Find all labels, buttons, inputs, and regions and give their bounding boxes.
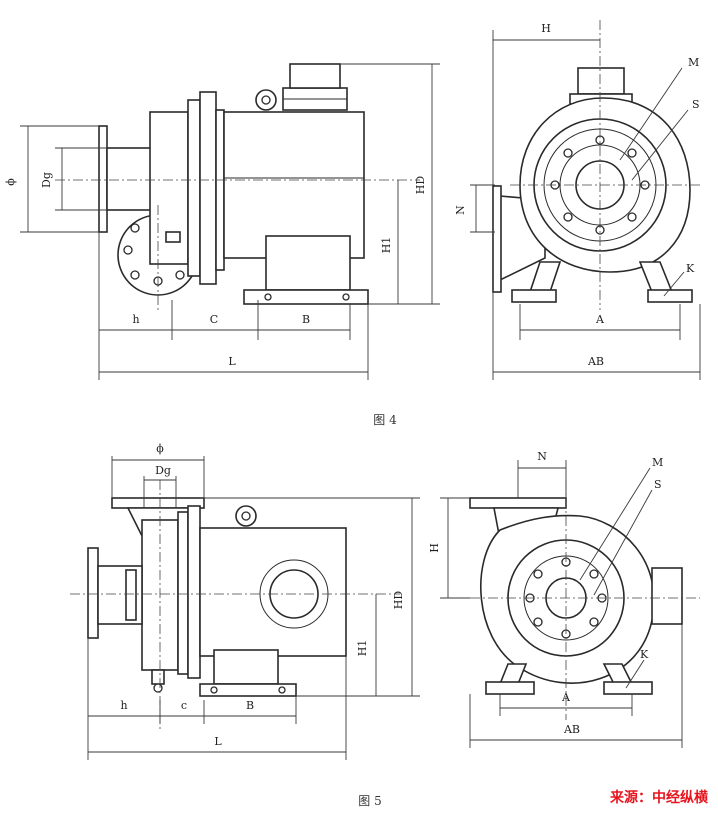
fig4-label-top: H — [541, 22, 551, 35]
source-credit: 来源：中经纵横 — [610, 790, 708, 806]
fig4-flange-1 — [187, 99, 201, 277]
fig4-label-b: B — [302, 313, 310, 326]
fig5-label-ab: AB — [563, 723, 580, 736]
fig4-motor-body — [223, 111, 365, 259]
fig4-label-h: h — [132, 313, 139, 326]
fig5-label-l: L — [214, 735, 222, 748]
fig5-inlet-flange — [87, 547, 99, 639]
fig4-label-phi: ϕ — [4, 178, 17, 186]
fig4-label-dg: Dg — [40, 172, 53, 188]
fig5-label-hd: HD — [392, 591, 405, 610]
fig5-front-outlet-flange — [469, 497, 567, 509]
fig5-caption: 图 5 — [358, 794, 381, 808]
fig5-side-view: ϕ Dg HD H1 h c B L — [70, 442, 420, 760]
fig5-label-h: h — [120, 699, 127, 712]
fig4-motor-foot — [265, 235, 351, 291]
fig4-side-view: ϕ Dg HD H1 h C B L — [4, 63, 440, 380]
fig5-label-b: B — [246, 699, 254, 712]
fig4-label-c: C — [210, 313, 218, 326]
fig4-label-hd: HD — [414, 176, 427, 195]
fig5-front-view: M S K N H A AB — [428, 450, 700, 748]
fig4-flange-2 — [199, 91, 217, 285]
fig5-label-k: K — [640, 648, 649, 661]
fig5-label-n: N — [537, 450, 547, 463]
fig5-label-a: A — [561, 691, 571, 704]
fig4-label-a: A — [595, 313, 605, 326]
fig4-label-s: S — [692, 98, 700, 111]
fig5-label-c: c — [181, 699, 187, 712]
fig4-front-foot-left — [511, 289, 557, 303]
fig4-inlet-flange — [98, 125, 108, 233]
fig5-label-m: M — [652, 456, 663, 469]
fig5-front-motor-end — [651, 567, 683, 625]
fig5-label-dg: Dg — [155, 464, 171, 477]
fig4-label-n: N — [454, 205, 467, 215]
fig5-flange — [187, 505, 201, 679]
fig4-terminal-cover — [289, 63, 341, 89]
fig5-label-h-side: H — [428, 543, 441, 553]
fig4-base-plate — [243, 289, 369, 305]
fig5-front-foot-right — [603, 681, 653, 695]
fig5-label-h1: H1 — [356, 640, 369, 657]
fig4-label-k: K — [686, 262, 695, 275]
fig4-front-terminal — [577, 67, 625, 95]
fig4-caption: 图 4 — [373, 413, 397, 427]
fig4-label-ab: AB — [587, 355, 604, 368]
fig5-label-s: S — [654, 478, 662, 491]
fig5-front-foot-left — [485, 681, 535, 695]
fig4-label-m: M — [688, 56, 699, 69]
fig4-front-foot-right — [647, 289, 693, 303]
fig5-motor-foot — [213, 649, 279, 685]
fig4-label-l: L — [228, 355, 236, 368]
fig4-front-view: M S K H N A AB — [454, 20, 701, 380]
fig5-base-plate — [199, 683, 297, 697]
fig4-label-h1: H1 — [380, 237, 393, 254]
fig5-label-phi: ϕ — [156, 442, 164, 455]
fig4-inlet-pipe — [106, 147, 154, 211]
fig4-flange-3 — [215, 109, 225, 271]
